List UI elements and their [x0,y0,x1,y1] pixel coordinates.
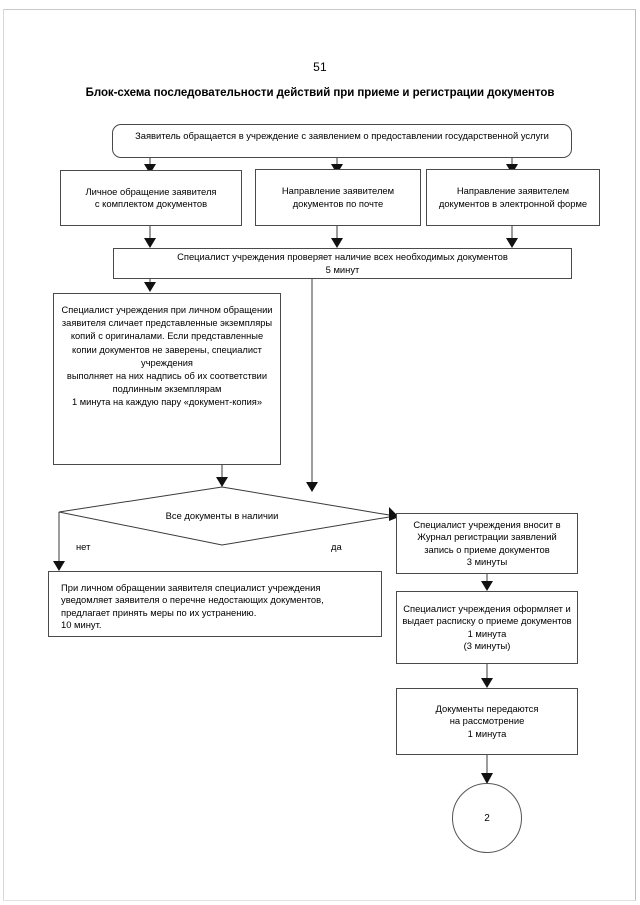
node-transfer-review: Документы передаются на рассмотрение 1 м… [396,688,578,755]
node-channel-electronic: Направление заявителем документов в элек… [426,169,600,226]
node-issue-receipt-text: Специалист учреждения оформляет и выдает… [402,602,572,651]
node-notify-missing-text: При личном обращении заявителя специалис… [61,582,324,631]
node-channel-mail-text: Направление заявителем документов по поч… [281,185,395,209]
node-compare-copies-text: Специалист учреждения при личном обращен… [61,305,273,408]
node-start: Заявитель обращается в учреждение с заяв… [112,124,572,158]
node-register-journal: Специалист учреждения вносит в Журнал ре… [396,513,578,574]
node-connector-2-text: 2 [484,812,490,824]
node-issue-receipt: Специалист учреждения оформляет и выдает… [396,591,578,664]
node-channel-mail: Направление заявителем документов по поч… [255,169,421,226]
node-notify-missing: При личном обращении заявителя специалис… [48,571,382,637]
node-check-documents-text: Специалист учреждения проверяет наличие … [177,251,508,275]
node-start-text: Заявитель обращается в учреждение с заяв… [135,130,549,141]
branch-label-no: нет [76,541,91,552]
page-number: 51 [313,60,327,74]
page-title: Блок-схема последовательности действий п… [85,87,555,99]
node-channel-electronic-text: Направление заявителем документов в элек… [438,185,588,209]
node-decision-label: Все документы в наличии [165,510,279,521]
node-channel-personal-text: Личное обращение заявителя с комплектом … [85,185,217,209]
node-compare-copies: Специалист учреждения при личном обращен… [53,293,281,465]
node-channel-personal: Личное обращение заявителя с комплектом … [60,170,242,226]
node-transfer-review-text: Документы передаются на рассмотрение 1 м… [435,702,539,739]
node-connector-2: 2 [452,783,522,853]
branch-label-yes: да [331,541,342,552]
node-check-documents: Специалист учреждения проверяет наличие … [113,248,572,279]
node-register-journal-text: Специалист учреждения вносит в Журнал ре… [413,518,561,567]
